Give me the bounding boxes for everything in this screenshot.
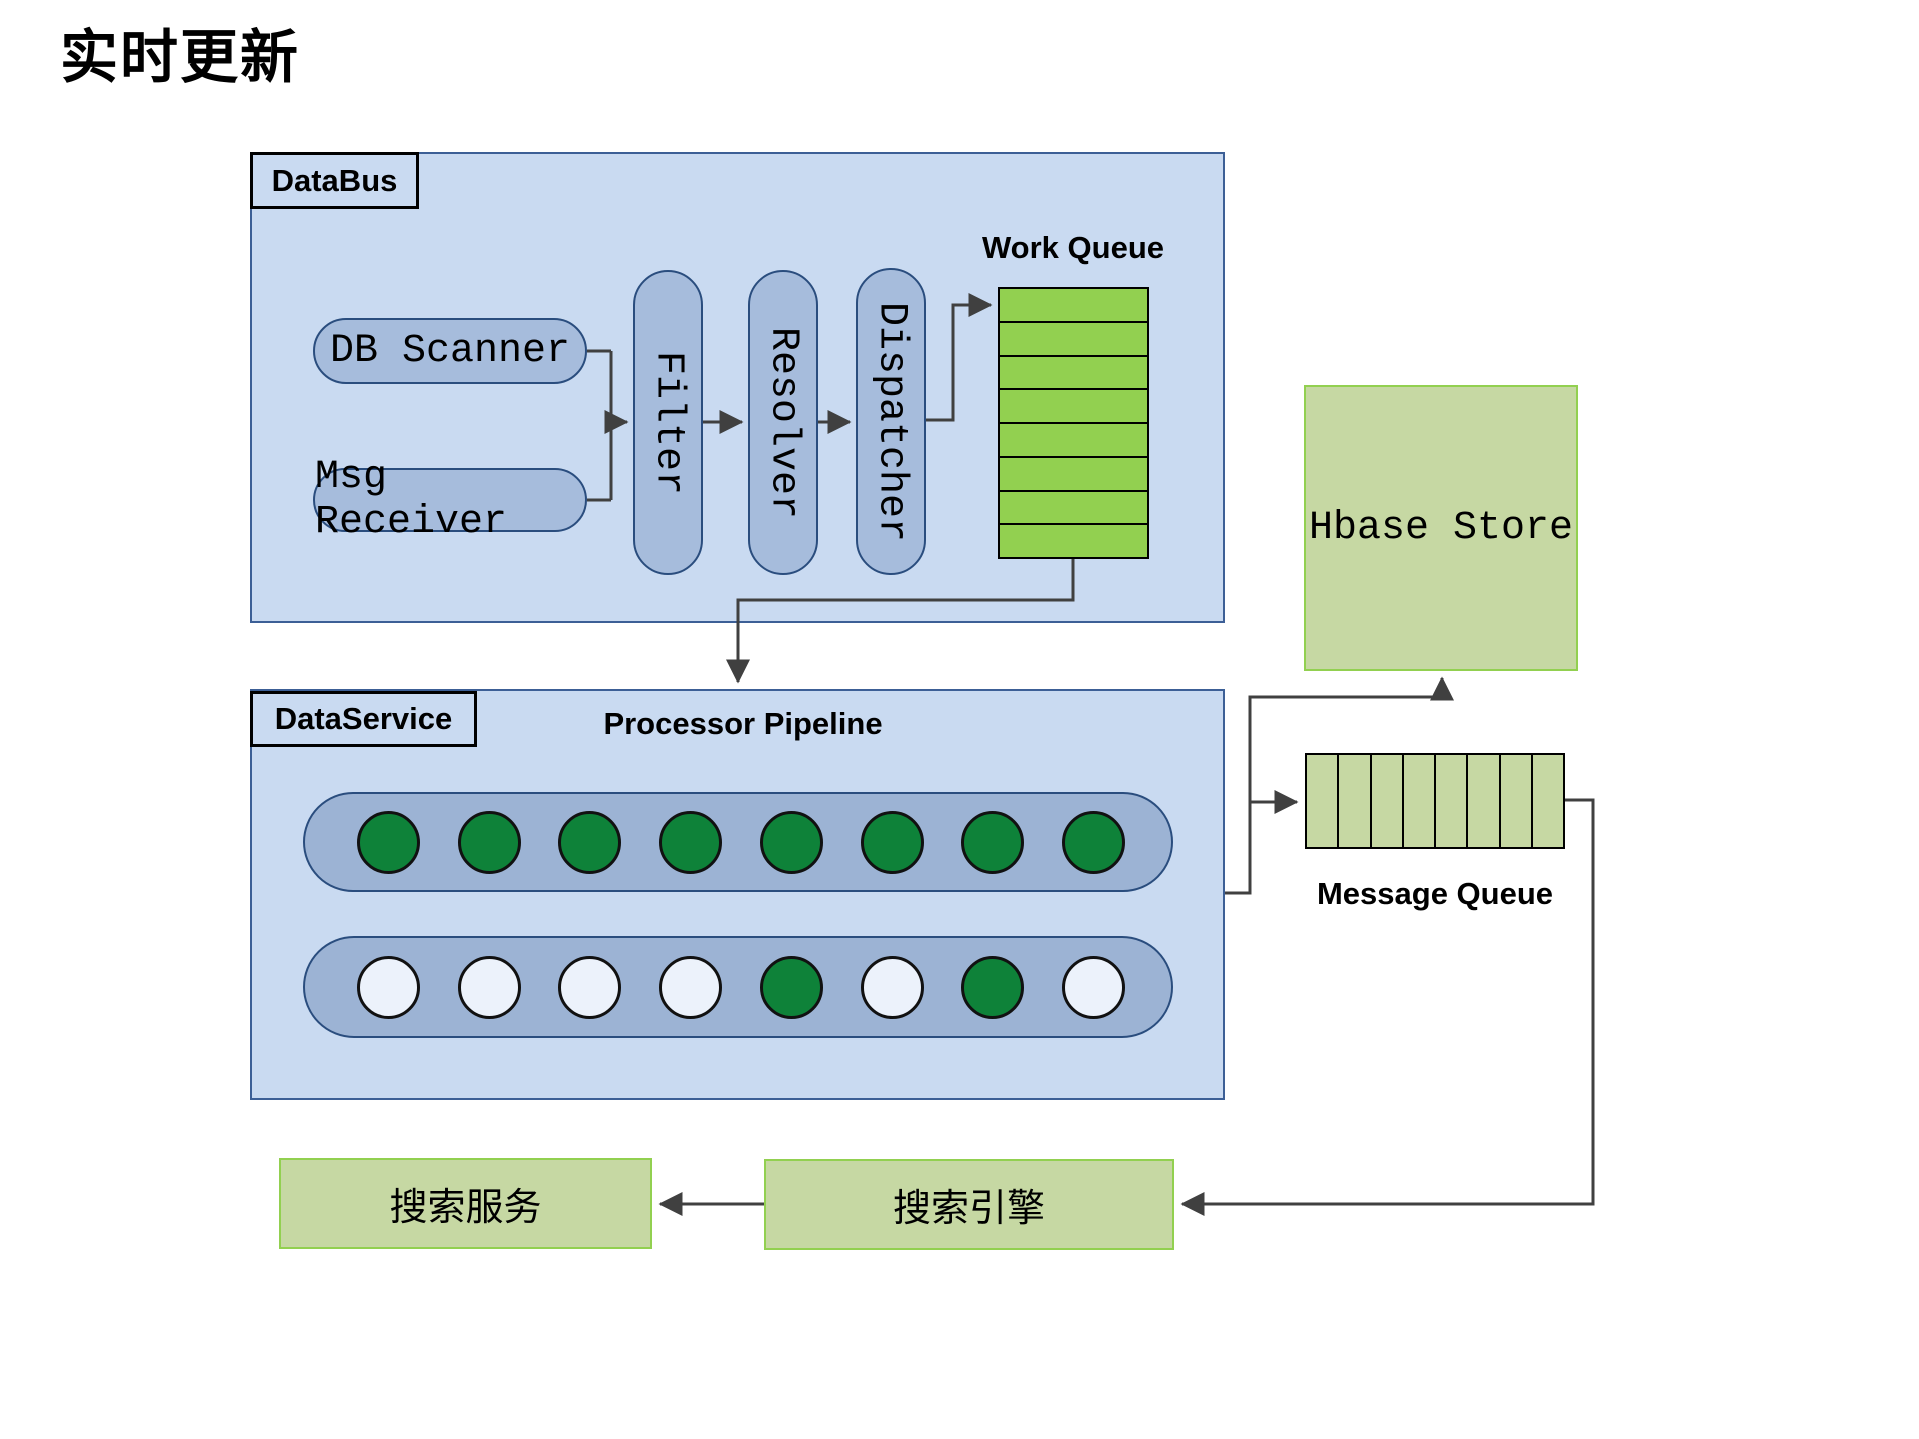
dataservice-panel [250, 689, 1225, 1100]
work-queue-row [1000, 491, 1147, 526]
processor-dot [457, 810, 521, 874]
processor-dot [659, 810, 723, 874]
message-queue-cell [1307, 755, 1340, 847]
processor-dot [457, 955, 521, 1019]
processor-dot [961, 955, 1025, 1019]
search-engine-box: 搜索引擎 [764, 1159, 1174, 1250]
processor-dot [1061, 955, 1125, 1019]
work-queue-row [1000, 322, 1147, 357]
work-queue-row [1000, 356, 1147, 391]
processor-dot [1061, 810, 1125, 874]
search-service-box: 搜索服务 [279, 1158, 652, 1249]
hbase-store-box: Hbase Store [1304, 385, 1578, 671]
node-dispatcher: Dispatcher [856, 268, 926, 575]
processor-dot [357, 955, 420, 1019]
processor-dot [357, 810, 420, 874]
work-queue-row [1000, 390, 1147, 424]
processor-dot [759, 810, 823, 874]
processor-dot [558, 955, 622, 1019]
node-msg-receiver: Msg Receiver [313, 455, 587, 545]
message-queue-cell [1339, 755, 1372, 847]
work-queue-row [1000, 289, 1147, 323]
message-queue-box [1305, 753, 1565, 849]
message-queue-cell [1436, 755, 1469, 847]
processor-pipeline-label: Processor Pipeline [603, 706, 883, 741]
processor-dot [558, 810, 622, 874]
pipeline-row-2 [303, 936, 1173, 1038]
message-queue-cell [1532, 755, 1563, 847]
node-resolver: Resolver [748, 270, 818, 575]
work-queue-label: Work Queue [981, 230, 1165, 265]
node-dispatcher-text: Dispatcher [868, 301, 914, 542]
pipeline-row-1 [303, 792, 1173, 892]
node-db-scanner: DB Scanner [313, 318, 587, 384]
processor-dot [860, 810, 924, 874]
page-title: 实时更新 [60, 25, 301, 90]
processor-dot [659, 955, 723, 1019]
message-queue-label: Message Queue [1316, 876, 1554, 911]
processor-dot [759, 955, 823, 1019]
work-queue-row [1000, 457, 1147, 492]
node-resolver-text: Resolver [760, 326, 806, 519]
databus-label: DataBus [250, 152, 419, 209]
message-queue-cell [1403, 755, 1436, 847]
message-queue-cell [1371, 755, 1404, 847]
arrow-messagequeue-to-searchengine [1180, 798, 1595, 1216]
node-filter-text: Filter [645, 350, 691, 495]
work-queue-stack [998, 287, 1149, 559]
dataservice-label: DataService [250, 691, 477, 747]
node-filter: Filter [633, 270, 703, 575]
work-queue-row [1000, 424, 1147, 458]
processor-dot [860, 955, 924, 1019]
message-queue-cell [1468, 755, 1501, 847]
message-queue-cell [1500, 755, 1533, 847]
processor-dot [961, 810, 1025, 874]
work-queue-row [1000, 525, 1147, 557]
